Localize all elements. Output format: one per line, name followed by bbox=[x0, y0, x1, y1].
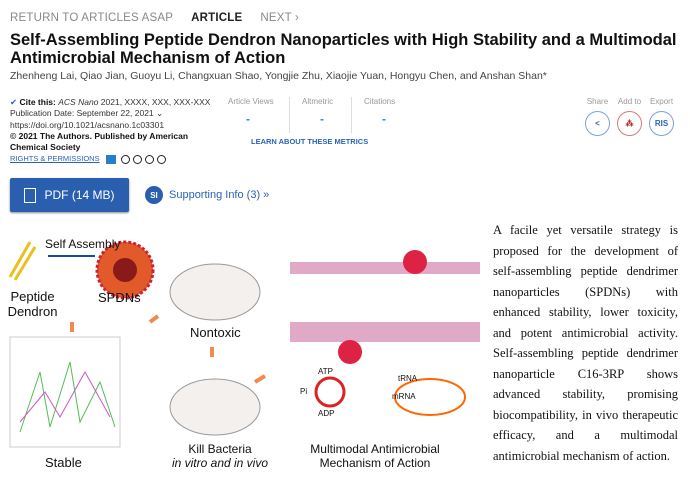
metric-label: Citations bbox=[364, 97, 396, 106]
export-ris-button[interactable]: RIS bbox=[649, 111, 674, 136]
article-tab: ARTICLE bbox=[191, 12, 243, 24]
metric-value: - bbox=[246, 112, 250, 126]
toc-graphic: Self Assembly Peptide Dendron SPDNs Nont… bbox=[0, 222, 485, 485]
check-icon: ✔ bbox=[10, 97, 18, 107]
cite-label: Cite this: bbox=[19, 97, 56, 107]
share-action: Share < bbox=[585, 97, 610, 136]
article-nav: RETURN TO ARTICLES ASAP ARTICLE NEXT › bbox=[10, 12, 299, 24]
pub-date-text: Publication Date: September 22, 2021 bbox=[10, 108, 154, 119]
learn-metrics-link[interactable]: LEARN ABOUT THESE METRICS bbox=[251, 137, 369, 146]
journal: ACS Nano bbox=[58, 97, 99, 107]
si-badge: SI bbox=[145, 186, 163, 204]
abstract: A facile yet versatile strategy is propo… bbox=[493, 223, 678, 463]
supporting-info-link[interactable]: SI Supporting Info (3) » bbox=[145, 186, 269, 204]
authors: Zhenheng Lai, Qiao Jian, Guoyu Li, Chang… bbox=[10, 70, 547, 82]
article-title: Self-Assembling Peptide Dendron Nanopart… bbox=[10, 31, 677, 67]
addto-action: Add to ⁂ bbox=[617, 97, 642, 136]
addto-label: Add to bbox=[617, 97, 642, 106]
next-link[interactable]: NEXT › bbox=[260, 12, 300, 24]
metric-views: Article Views - bbox=[228, 97, 290, 133]
label-trna: tRNA bbox=[398, 374, 418, 383]
label-mrna: mRNA bbox=[392, 392, 416, 401]
ac-icon bbox=[105, 154, 116, 164]
pdf-label: PDF (14 MB) bbox=[44, 188, 115, 202]
si-label: Supporting Info (3) » bbox=[169, 189, 270, 201]
metric-value: - bbox=[320, 112, 324, 126]
label-peptide-dendron: Peptide Dendron bbox=[7, 289, 58, 319]
label-adp: ADP bbox=[318, 409, 335, 418]
label-stable: Stable bbox=[45, 455, 82, 470]
label-nontoxic: Nontoxic bbox=[190, 325, 241, 340]
citation-block: ✔ Cite this: ACS Nano 2021, XXXX, XXX, X… bbox=[10, 97, 225, 165]
mendeley-icon: ⁂ bbox=[625, 119, 634, 128]
copyright: © 2021 The Authors. Published by America… bbox=[10, 130, 189, 153]
label-mechanism: Multimodal Antimicrobial Mechanism of Ac… bbox=[310, 442, 440, 470]
label-spdns: SPDNs bbox=[98, 290, 141, 305]
cite-ref: 2021, XXXX, XXX, XXX-XXX bbox=[100, 97, 211, 107]
addto-button[interactable]: ⁂ bbox=[617, 111, 642, 136]
share-button[interactable]: < bbox=[585, 111, 610, 136]
doi-link[interactable]: https://doi.org/10.1021/acsnano.1c03301 bbox=[10, 119, 165, 130]
metric-citations: Citations - bbox=[352, 97, 414, 133]
toc-illustration bbox=[8, 240, 480, 448]
pdf-button[interactable]: PDF (14 MB) bbox=[10, 178, 129, 212]
rights-link[interactable]: RIGHTS & PERMISSIONS bbox=[10, 154, 100, 164]
label-atp: ATP bbox=[318, 367, 333, 376]
cc-icon bbox=[121, 154, 131, 164]
nc-icon bbox=[145, 154, 155, 164]
next-label: NEXT bbox=[260, 12, 292, 24]
metric-label: Article Views bbox=[228, 97, 274, 106]
share-icon: < bbox=[595, 119, 600, 128]
kill-sub: in vitro and in vivo bbox=[171, 456, 269, 470]
share-label: Share bbox=[586, 97, 609, 106]
metric-label: Altmetric bbox=[302, 97, 334, 106]
by-icon bbox=[133, 154, 143, 164]
nd-icon bbox=[157, 154, 167, 164]
kill-text: Kill Bacteria bbox=[188, 442, 252, 456]
pub-date[interactable]: Publication Date: September 22, 2021 ⌄ bbox=[10, 108, 164, 119]
label-pi: Pi bbox=[300, 387, 308, 396]
label-self-assembly: Self Assembly bbox=[45, 237, 121, 251]
metric-altmetric: Altmetric - bbox=[290, 97, 352, 133]
metric-value: - bbox=[382, 112, 386, 126]
export-label: Export bbox=[649, 97, 674, 106]
pdf-icon bbox=[24, 187, 37, 203]
return-link[interactable]: RETURN TO ARTICLES ASAP bbox=[10, 12, 174, 24]
metrics: Article Views - Altmetric - Citations - bbox=[228, 97, 414, 133]
